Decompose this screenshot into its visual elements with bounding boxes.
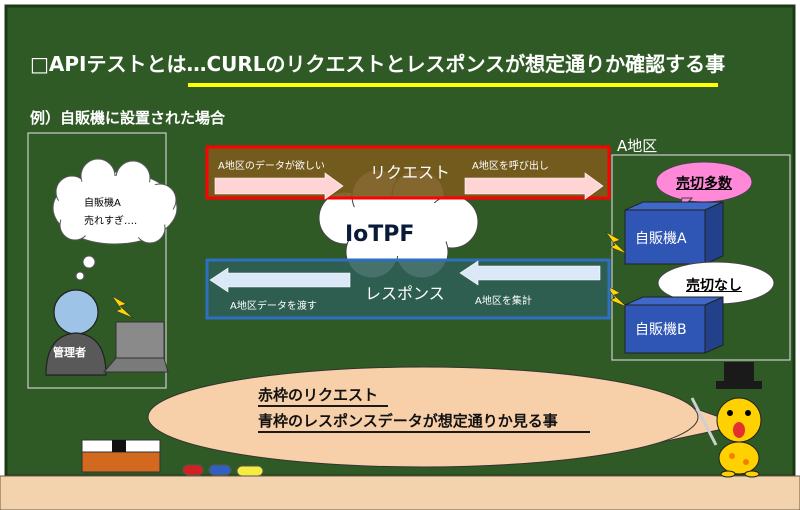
request-label: リクエスト — [370, 163, 451, 182]
request-arrow-left — [214, 172, 344, 200]
machine-a-name: 自販機A — [635, 231, 687, 247]
area-label: A地区 — [617, 137, 658, 155]
title-highlight — [188, 83, 718, 87]
iotpf-label: IoTPF — [345, 222, 415, 247]
admin-badge: 管理者 — [53, 346, 86, 359]
response-arrow-left — [209, 267, 351, 293]
area-a-frame — [611, 154, 791, 361]
speech-underline — [258, 405, 388, 407]
speech-underline — [258, 431, 590, 433]
machine-a-status: 売切多数 — [676, 176, 732, 192]
eraser-icon — [81, 439, 161, 473]
response-arrow-right — [459, 260, 601, 286]
request-right-note: A地区を呼び出し — [472, 161, 549, 172]
response-right-note: A地区を集計 — [475, 296, 532, 307]
signal-bolt-icon — [111, 295, 134, 319]
admin-person-icon — [45, 289, 107, 376]
request-left-note: A地区のデータが欲しい — [218, 161, 325, 172]
thought-line-2: 売れすぎ…. — [84, 216, 138, 227]
request-arrow-right — [464, 172, 604, 200]
thought-cloud — [52, 158, 178, 281]
mascot-character-icon — [690, 362, 762, 478]
machine-b-status: 売切なし — [686, 278, 742, 294]
response-label: レスポンス — [365, 284, 445, 303]
vending-machine-a — [624, 201, 724, 265]
vending-machine-b — [624, 296, 724, 354]
speech-bubble — [147, 366, 744, 468]
speech-line-1: 赤枠のリクエスト — [258, 386, 379, 404]
thought-line-1: 自販機A — [84, 198, 121, 209]
example-label: 例）自販機に設置された場合 — [30, 109, 226, 127]
speech-line-2: 青枠のレスポンスデータが想定通りか見る事 — [258, 412, 558, 430]
chalk-icon — [182, 464, 264, 477]
page-title: □APIテストとは…CURLのリクエストとレスポンスが想定通りか確認する事 — [30, 52, 726, 76]
chalk-tray — [0, 475, 800, 510]
machine-b-name: 自販機B — [635, 322, 687, 338]
response-left-note: A地区データを渡す — [230, 301, 317, 312]
admin-frame — [27, 132, 167, 389]
laptop-icon — [102, 321, 169, 373]
